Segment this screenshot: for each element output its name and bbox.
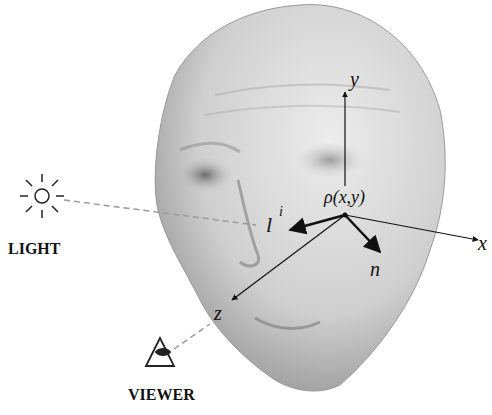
z-axis (232, 215, 345, 300)
axis-label: x (478, 232, 487, 254)
light-source-symbol (20, 174, 64, 218)
light-vector (290, 215, 345, 230)
view-ray-dashed (174, 324, 210, 349)
axis-label: z (214, 302, 222, 324)
vector-label: n (370, 258, 380, 280)
mouth-shading (255, 318, 320, 328)
y-axis (344, 92, 345, 186)
forehead-wrinkle (215, 85, 390, 95)
vector-label: l (266, 213, 272, 237)
light-ray-dashed (64, 200, 256, 225)
surface-point (343, 213, 348, 218)
eye-socket (177, 157, 233, 193)
viewer-eye-symbol (146, 338, 174, 366)
axis-label: y (350, 68, 359, 90)
normal-vector (345, 215, 380, 252)
light-label: LIGHT (8, 240, 60, 258)
face-surface (155, 5, 445, 391)
nose-shading (238, 180, 259, 266)
viewer-label: VIEWER (128, 386, 195, 404)
eye-socket (296, 142, 364, 178)
forehead-wrinkle (205, 106, 400, 115)
vector-superscript: i (279, 204, 283, 219)
brow-shading (180, 143, 240, 152)
albedo-label: ρ(x,y) (324, 188, 365, 208)
